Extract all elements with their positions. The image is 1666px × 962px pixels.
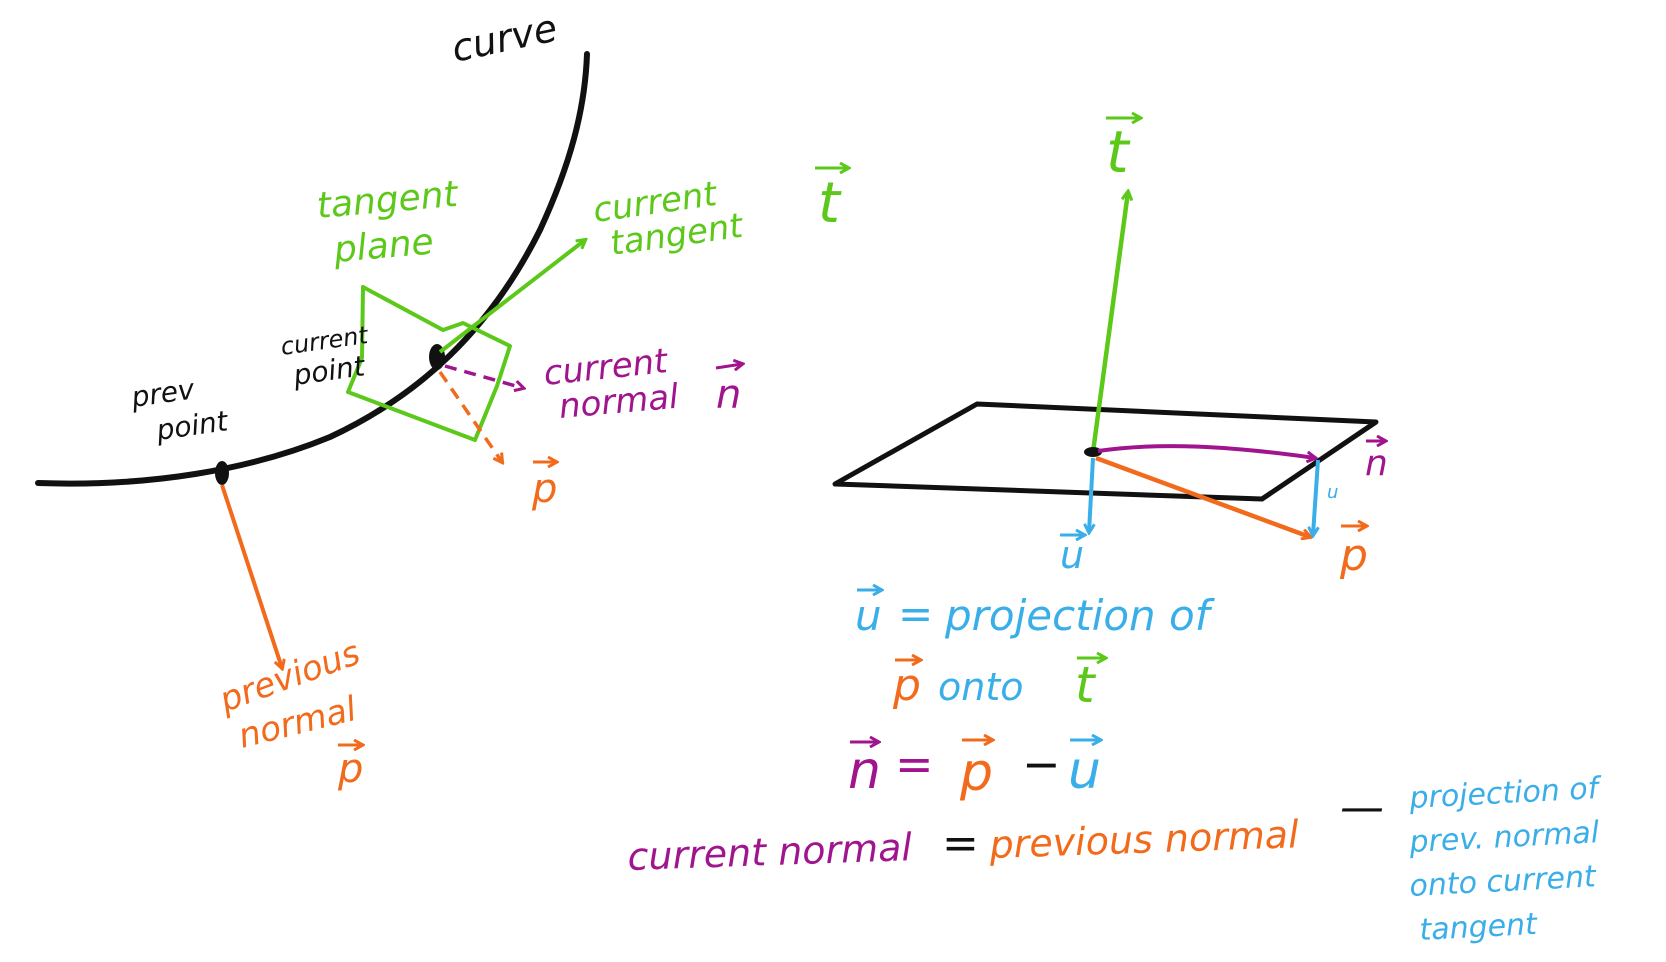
- eq2-t: t: [1075, 656, 1097, 714]
- current-tangent-arrow: [438, 240, 585, 354]
- right-t-symbol: t: [1106, 118, 1131, 186]
- eq4-rhs-line1: projection of: [1408, 771, 1604, 816]
- eq4-rhs-line2: prev. normal: [1408, 815, 1601, 860]
- right-u-arrow-tip: [1313, 459, 1320, 535]
- previous-normal-arrow: [220, 484, 282, 668]
- right-u-symbol: u: [1060, 533, 1084, 577]
- right-n-arrow: [1097, 444, 1315, 458]
- right-u-arrow-origin: [1089, 457, 1093, 532]
- eq2-onto: onto: [938, 665, 1023, 709]
- right-origin-dot: [1084, 447, 1102, 457]
- eq3-u: u: [1068, 741, 1101, 801]
- projected-p-arrow: [438, 371, 502, 462]
- current-normal-vec-bar: [715, 364, 742, 368]
- curve-label: curve: [448, 6, 561, 71]
- eq1-text: projection of: [944, 591, 1216, 640]
- eq1-equals: =: [898, 589, 933, 638]
- eq4-lhs: current normal: [627, 825, 913, 879]
- eq4-minus: —: [1340, 782, 1384, 833]
- right-n-symbol: n: [1365, 443, 1388, 484]
- eq3-minus: −: [1022, 737, 1061, 791]
- prev-point-label-line1: prev: [128, 372, 196, 414]
- current-normal-arrow: [444, 364, 523, 388]
- projected-p-symbol: p: [531, 466, 557, 512]
- right-p-symbol: p: [1339, 530, 1368, 581]
- eq3-n: n: [848, 741, 881, 801]
- previous-normal-symbol: p: [337, 746, 363, 792]
- prev-point-label-line2: point: [153, 404, 230, 447]
- tangent-plane: [346, 285, 512, 442]
- tangent-plane-label-line2: plane: [331, 221, 435, 271]
- eq3-p: p: [959, 743, 993, 803]
- eq1-u: u: [855, 591, 882, 640]
- right-p-arrow: [1095, 455, 1310, 537]
- curve-line: [35, 51, 590, 487]
- prev-point-dot: [215, 461, 229, 485]
- eq4-rhs-line4: tangent: [1419, 907, 1539, 948]
- eq4-rhs-line3: onto current: [1409, 859, 1598, 904]
- current-tangent-symbol: t: [818, 171, 842, 236]
- eq4-mid: previous normal: [988, 812, 1300, 867]
- eq2-p: p: [892, 660, 921, 711]
- current-normal-symbol: n: [716, 372, 741, 418]
- plane-parallelogram: [832, 401, 1379, 502]
- eq4-equals: =: [942, 818, 979, 869]
- right-u-small-symbol: u: [1327, 482, 1338, 503]
- right-t-arrow: [1090, 192, 1128, 453]
- tangent-plane-label-line1: tangent: [315, 174, 461, 227]
- eq3-equals: =: [895, 737, 934, 791]
